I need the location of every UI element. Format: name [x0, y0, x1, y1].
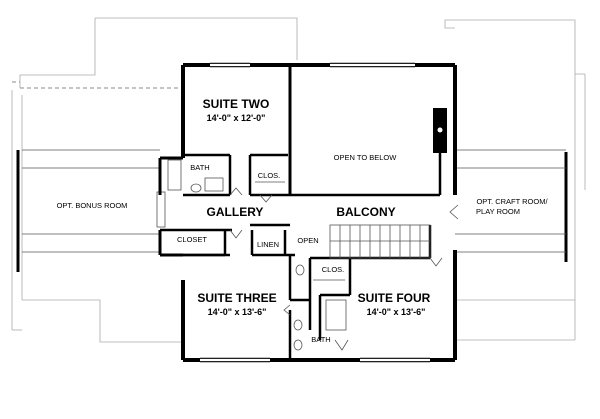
staircase: [329, 224, 431, 259]
craft-room-label-line1: OPT. CRAFT ROOM/: [476, 197, 548, 206]
suite-three-size: 14'-0" x 13'-6": [208, 307, 267, 317]
suite-four-size: 14'-0" x 13'-6": [367, 307, 426, 317]
bonus-room-label: OPT. BONUS ROOM: [57, 201, 128, 210]
craft-room-wing: [444, 19, 586, 341]
suite-two-label: SUITE TWO: [203, 97, 270, 111]
fixtures: [167, 159, 347, 351]
linen-label: LINEN: [257, 240, 279, 249]
windows: [200, 62, 430, 363]
closet-label: CLOSET: [177, 235, 207, 244]
bath-upper-label: BATH: [190, 163, 209, 172]
craft-room-label-line2: PLAY ROOM: [476, 207, 520, 216]
clos-lower-label: CLOS.: [322, 265, 345, 274]
open-label: OPEN: [297, 236, 318, 245]
suite-three-label: SUITE THREE: [197, 291, 276, 305]
bath-lower-label: BATH: [311, 335, 330, 344]
door-swings: [229, 187, 443, 351]
open-to-below-label: OPEN TO BELOW: [334, 153, 398, 162]
gallery-label: GALLERY: [207, 205, 264, 219]
balcony-label: BALCONY: [336, 205, 395, 219]
suite-four-label: SUITE FOUR: [358, 291, 431, 305]
suite-two-size: 14'-0" x 12'-0": [207, 113, 266, 123]
clos-upper-label: CLOS.: [258, 171, 281, 180]
